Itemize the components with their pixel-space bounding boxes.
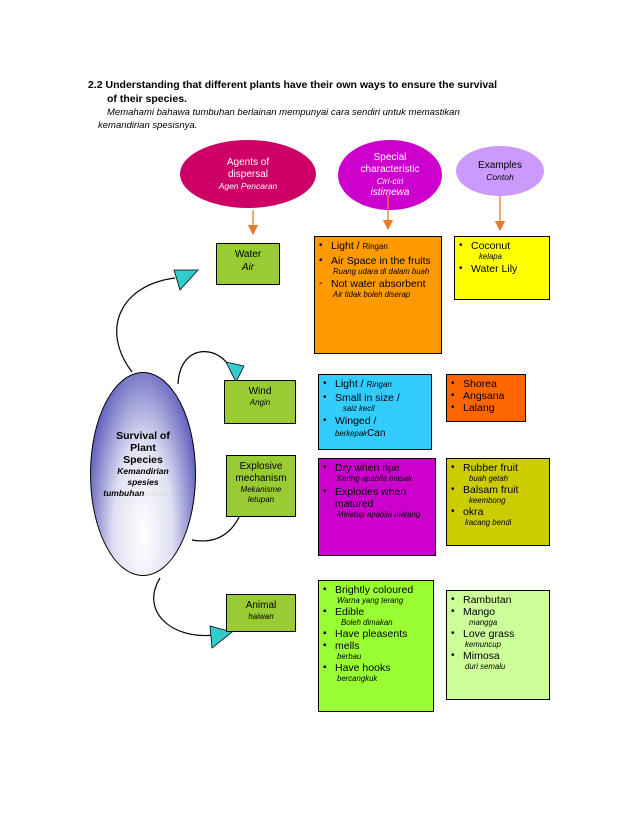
- examples-header-translation: Contoh: [486, 171, 514, 182]
- agent-wind-box: Wind Angin: [224, 380, 296, 424]
- agent-water-box: Water Air: [216, 243, 280, 285]
- agent-animal-translation: haiwan: [248, 612, 274, 621]
- agents-header-line2: dispersal: [227, 168, 269, 180]
- examples-header-label: Examples: [478, 159, 522, 171]
- center-line2: Plant: [130, 441, 156, 454]
- center-trans3: tumbuhan: [103, 487, 145, 498]
- ex-animal-item-1: •Rambutan: [451, 594, 512, 606]
- agents-of-dispersal-header: Agents of dispersal Agen Pencaran: [180, 140, 316, 208]
- heading-title-2: of their species.: [107, 93, 187, 105]
- agent-explosive-translation2: letupan: [247, 495, 275, 504]
- heading-number: 2.2: [88, 79, 103, 91]
- ex-wind-item-3: •Lalang: [451, 402, 495, 414]
- agent-explosive-translation1: Mekanisme: [240, 485, 282, 494]
- agents-header-translation: Agen Pencaran: [218, 180, 278, 191]
- char-wind-item-1: •Light / Ringan: [323, 378, 392, 390]
- agent-wind-translation: Angin: [249, 398, 271, 407]
- center-survival-oval: Survival of Plant Species Kemandirian sp…: [90, 372, 196, 576]
- char-wind-box: •Light / Ringan •Small in size /saiz kec…: [318, 374, 432, 450]
- center-trans1: Kemandirian: [117, 465, 169, 476]
- heading-line-1: 2.2 Understanding that different plants …: [88, 78, 558, 92]
- char-wind-item-3: •Winged /berkepakCan: [323, 415, 386, 439]
- special-header-line2: characteristic: [360, 163, 420, 175]
- ex-water-item-2: •Water Lily: [459, 263, 518, 275]
- char-water-box: •Light / Ringan •Air Space in the fruits…: [314, 236, 442, 354]
- agent-water-translation: Air: [241, 262, 255, 273]
- special-header-translation2: istimewa: [370, 186, 410, 198]
- heading-title-1: Understanding that different plants have…: [105, 79, 498, 91]
- agent-explosive-box: Explosive mechanism Mekanisme letupan: [226, 455, 296, 517]
- char-wind-item-2: •Small in size /saiz kecil: [323, 392, 400, 413]
- agents-header-line1: Agents of: [226, 156, 270, 168]
- heading-subtitle-2: kemandirian spesisnya.: [98, 120, 198, 131]
- curve-head-wind: [225, 361, 245, 383]
- heading-subtitle-1: Memahami bahawa tumbuhan berlainan mempu…: [107, 107, 460, 118]
- ex-wind-box: •Shorea •Angsana •Lalang: [446, 374, 526, 422]
- curve-head-water: [173, 269, 199, 291]
- curve-to-animal: [153, 577, 216, 637]
- ex-wind-item-2: •Angsana: [451, 390, 505, 402]
- examples-header: Examples Contoh: [456, 146, 544, 196]
- agent-wind-label: Wind: [248, 386, 272, 397]
- center-line3: Species: [123, 453, 163, 466]
- center-trans2: spesies: [127, 476, 159, 487]
- char-animal-item-3: ▪Have pleasents: [323, 628, 408, 640]
- agent-animal-label: Animal: [245, 600, 277, 611]
- ex-wind-item-1: •Shorea: [451, 378, 497, 390]
- center-line1: Survival of: [116, 429, 170, 442]
- section-heading: 2.2 Understanding that different plants …: [88, 78, 558, 132]
- curve-to-water: [116, 277, 176, 373]
- agent-animal-box: Animal haiwan: [226, 594, 296, 632]
- center-overflow-text: microor: [144, 487, 173, 498]
- agent-explosive-label1: Explosive: [239, 461, 283, 472]
- special-header-line1: Special: [373, 151, 407, 163]
- agent-water-label: Water: [234, 249, 262, 260]
- special-characteristic-header: Special characteristic Ciri-ciri istimew…: [338, 140, 442, 210]
- char-water-item-1: •Light / Ringan: [319, 240, 388, 252]
- agent-explosive-label2: mechanism: [235, 473, 287, 484]
- special-header-translation: Ciri-ciri: [376, 175, 404, 186]
